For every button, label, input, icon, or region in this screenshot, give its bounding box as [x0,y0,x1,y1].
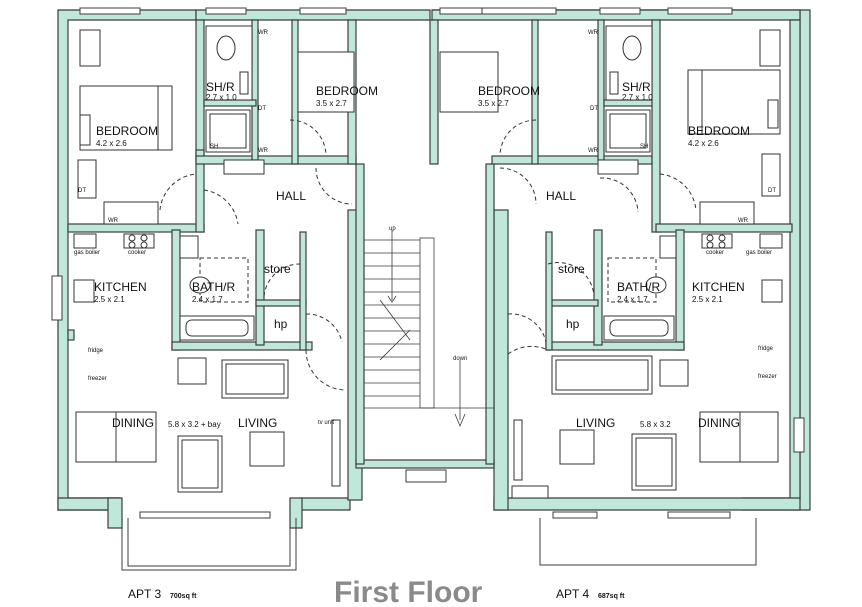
room-dimension: 3.5 x 2.7 [478,99,509,108]
room-dimension: 2.5 x 2.1 [692,295,723,304]
wardrobe-label: WR [258,148,269,154]
shower-label: SH [210,144,218,150]
dressing-table-label: DT [258,106,266,112]
room-name: BEDROOM [96,124,158,138]
stair-up-label: up [389,226,396,232]
room-dimension: 2.5 x 2.1 [94,295,125,304]
room-name: KITCHEN [692,280,745,294]
apartment-name: APT 3 [128,587,161,601]
room-dimension: 5.8 x 3.2 [640,420,671,429]
room-dimension: 2.4 x 1.7 [192,295,223,304]
room-name: KITCHEN [94,280,147,294]
room-name: store [558,262,585,276]
dressing-table-label: DT [590,106,598,112]
freezer-label: freezer [88,376,107,382]
room-name: hp [274,317,288,331]
room-name: HALL [276,189,306,203]
windows [51,7,805,571]
apartment-size: 700sq ft [170,593,197,600]
room-name: BATH/R [192,280,235,294]
room-dimension: 3.5 x 2.7 [316,99,347,108]
wardrobe-label: WR [108,218,119,224]
room-labels: BEDROOM 4.2 x 2.6 SH/R 2.7 x 1.0 BEDROOM… [94,80,750,430]
shower-label: SH [640,144,648,150]
room-name: hp [566,317,580,331]
room-name: SH/R [622,80,651,94]
dressing-table-label: DT [78,188,86,194]
wardrobe-label: WR [258,30,269,36]
apartment-size: 687sq ft [598,593,625,600]
room-name: LIVING [576,416,615,430]
door-swings [159,119,697,391]
cooker-label: cooker [706,250,724,256]
stairwell: up down [355,163,495,483]
room-name: BEDROOM [688,124,750,138]
wardrobe-label: WR [738,218,749,224]
gas-boiler-label: gas boiler [746,250,772,256]
wardrobe-label: WR [588,30,599,36]
room-name: BEDROOM [316,84,378,98]
room-name: BATH/R [617,280,660,294]
room-dimension: 2.7 x 1.0 [206,93,237,102]
fridge-label: fridge [758,346,774,352]
fridge-label: fridge [88,348,104,354]
room-dimension: 2.7 x 1.0 [622,93,653,102]
plan-titles: APT 3 700sq ft First Floor APT 4 687sq f… [128,576,625,607]
room-name: DINING [112,416,154,430]
gas-boiler-label: gas boiler [74,250,100,256]
dressing-table-label: DT [768,188,776,194]
room-name: store [264,262,291,276]
floor-title: First Floor [334,576,483,607]
fixture-labels: WR DT SH WR DT WR WR DT SH WR DT WR gas … [74,30,777,426]
apartment-name: APT 4 [556,587,589,601]
room-dimension: 2.4 x 1.7 [617,295,648,304]
room-name: SH/R [206,80,235,94]
apt3-furniture [73,25,355,493]
wardrobe-label: WR [588,148,599,154]
room-name: DINING [698,416,740,430]
room-dimension: 4.2 x 2.6 [688,139,719,148]
cooker-label: cooker [128,250,146,256]
stair-down-label: down [453,356,467,362]
room-name: BEDROOM [478,84,540,98]
freezer-label: freezer [758,374,777,380]
apt4-furniture [439,25,783,499]
room-dimension: 5.8 x 3.2 + bay [168,420,221,429]
tv-unit-label: tv unit [318,420,334,426]
apt4-walls [429,9,811,511]
room-name: LIVING [238,416,277,430]
room-dimension: 4.2 x 2.6 [96,139,127,148]
room-name: HALL [546,189,576,203]
